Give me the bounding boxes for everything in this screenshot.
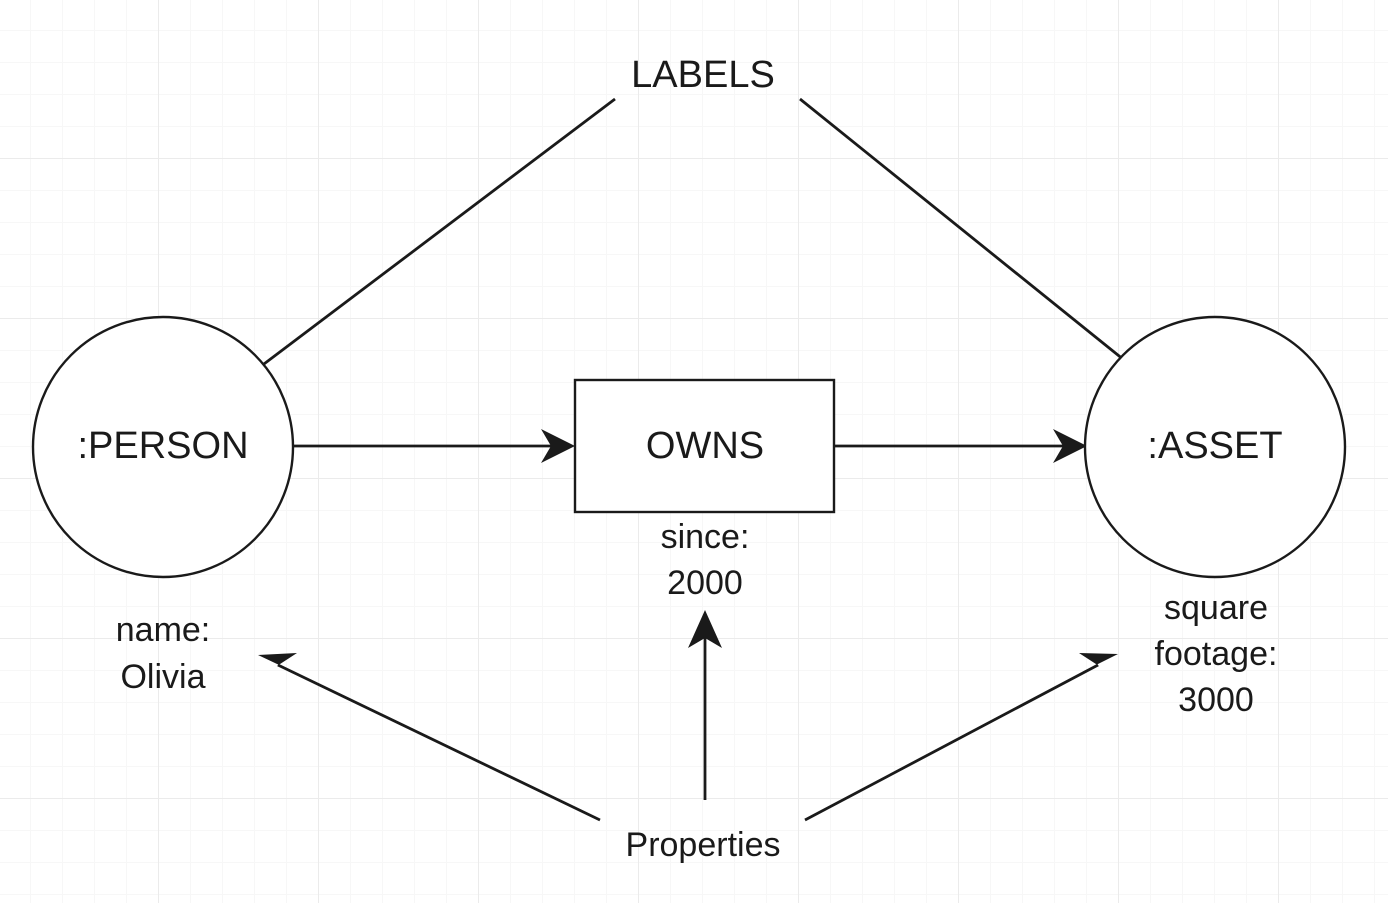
person-property-value: Olivia [120, 658, 205, 696]
asset-property-key-line2: footage: [1155, 635, 1278, 673]
properties-to-asset-props-arrowhead [1079, 653, 1118, 672]
annotation-arrow-properties-to-person-props [258, 653, 601, 822]
node-asset[interactable]: :ASSET [1083, 315, 1347, 579]
owns-rectangle[interactable] [573, 378, 836, 514]
person-circle[interactable] [31, 315, 295, 579]
asset-properties-block: square footage: 3000 [1155, 589, 1278, 719]
properties-to-person-props-arrowhead [258, 653, 297, 672]
labels-to-person-line [214, 97, 616, 403]
node-person[interactable]: :PERSON [31, 315, 295, 579]
annotation-arrow-properties-to-asset-props [804, 653, 1118, 822]
owns-to-asset-arrowhead [1053, 429, 1087, 463]
person-to-owns-arrowhead [541, 429, 575, 463]
properties-to-owns-props-arrowhead [688, 610, 722, 648]
node-owns[interactable]: OWNS [573, 378, 836, 514]
owns-properties-block: since: 2000 [661, 518, 750, 602]
person-property-key: name: [116, 611, 211, 649]
properties-annotation-title: Properties [626, 826, 781, 864]
asset-property-key-line1: square [1164, 589, 1268, 627]
person-node-label: :PERSON [77, 425, 248, 467]
properties-to-person-props-line [277, 663, 601, 822]
properties-to-asset-props-line [804, 663, 1099, 822]
labels-annotation-title: LABELS [631, 54, 775, 96]
owns-property-value: 2000 [667, 564, 743, 602]
person-properties-block: name: Olivia [116, 611, 211, 696]
asset-circle[interactable] [1083, 315, 1347, 579]
labels-to-asset-line [799, 97, 1166, 395]
relationship-arrow-owns-to-asset[interactable] [834, 429, 1087, 463]
asset-node-label: :ASSET [1147, 425, 1282, 467]
owns-node-label: OWNS [646, 425, 764, 467]
owns-property-key: since: [661, 518, 750, 556]
relationship-arrow-person-to-owns[interactable] [293, 429, 575, 463]
annotation-arrow-properties-to-owns-props [688, 610, 722, 800]
asset-property-value: 3000 [1178, 681, 1254, 719]
